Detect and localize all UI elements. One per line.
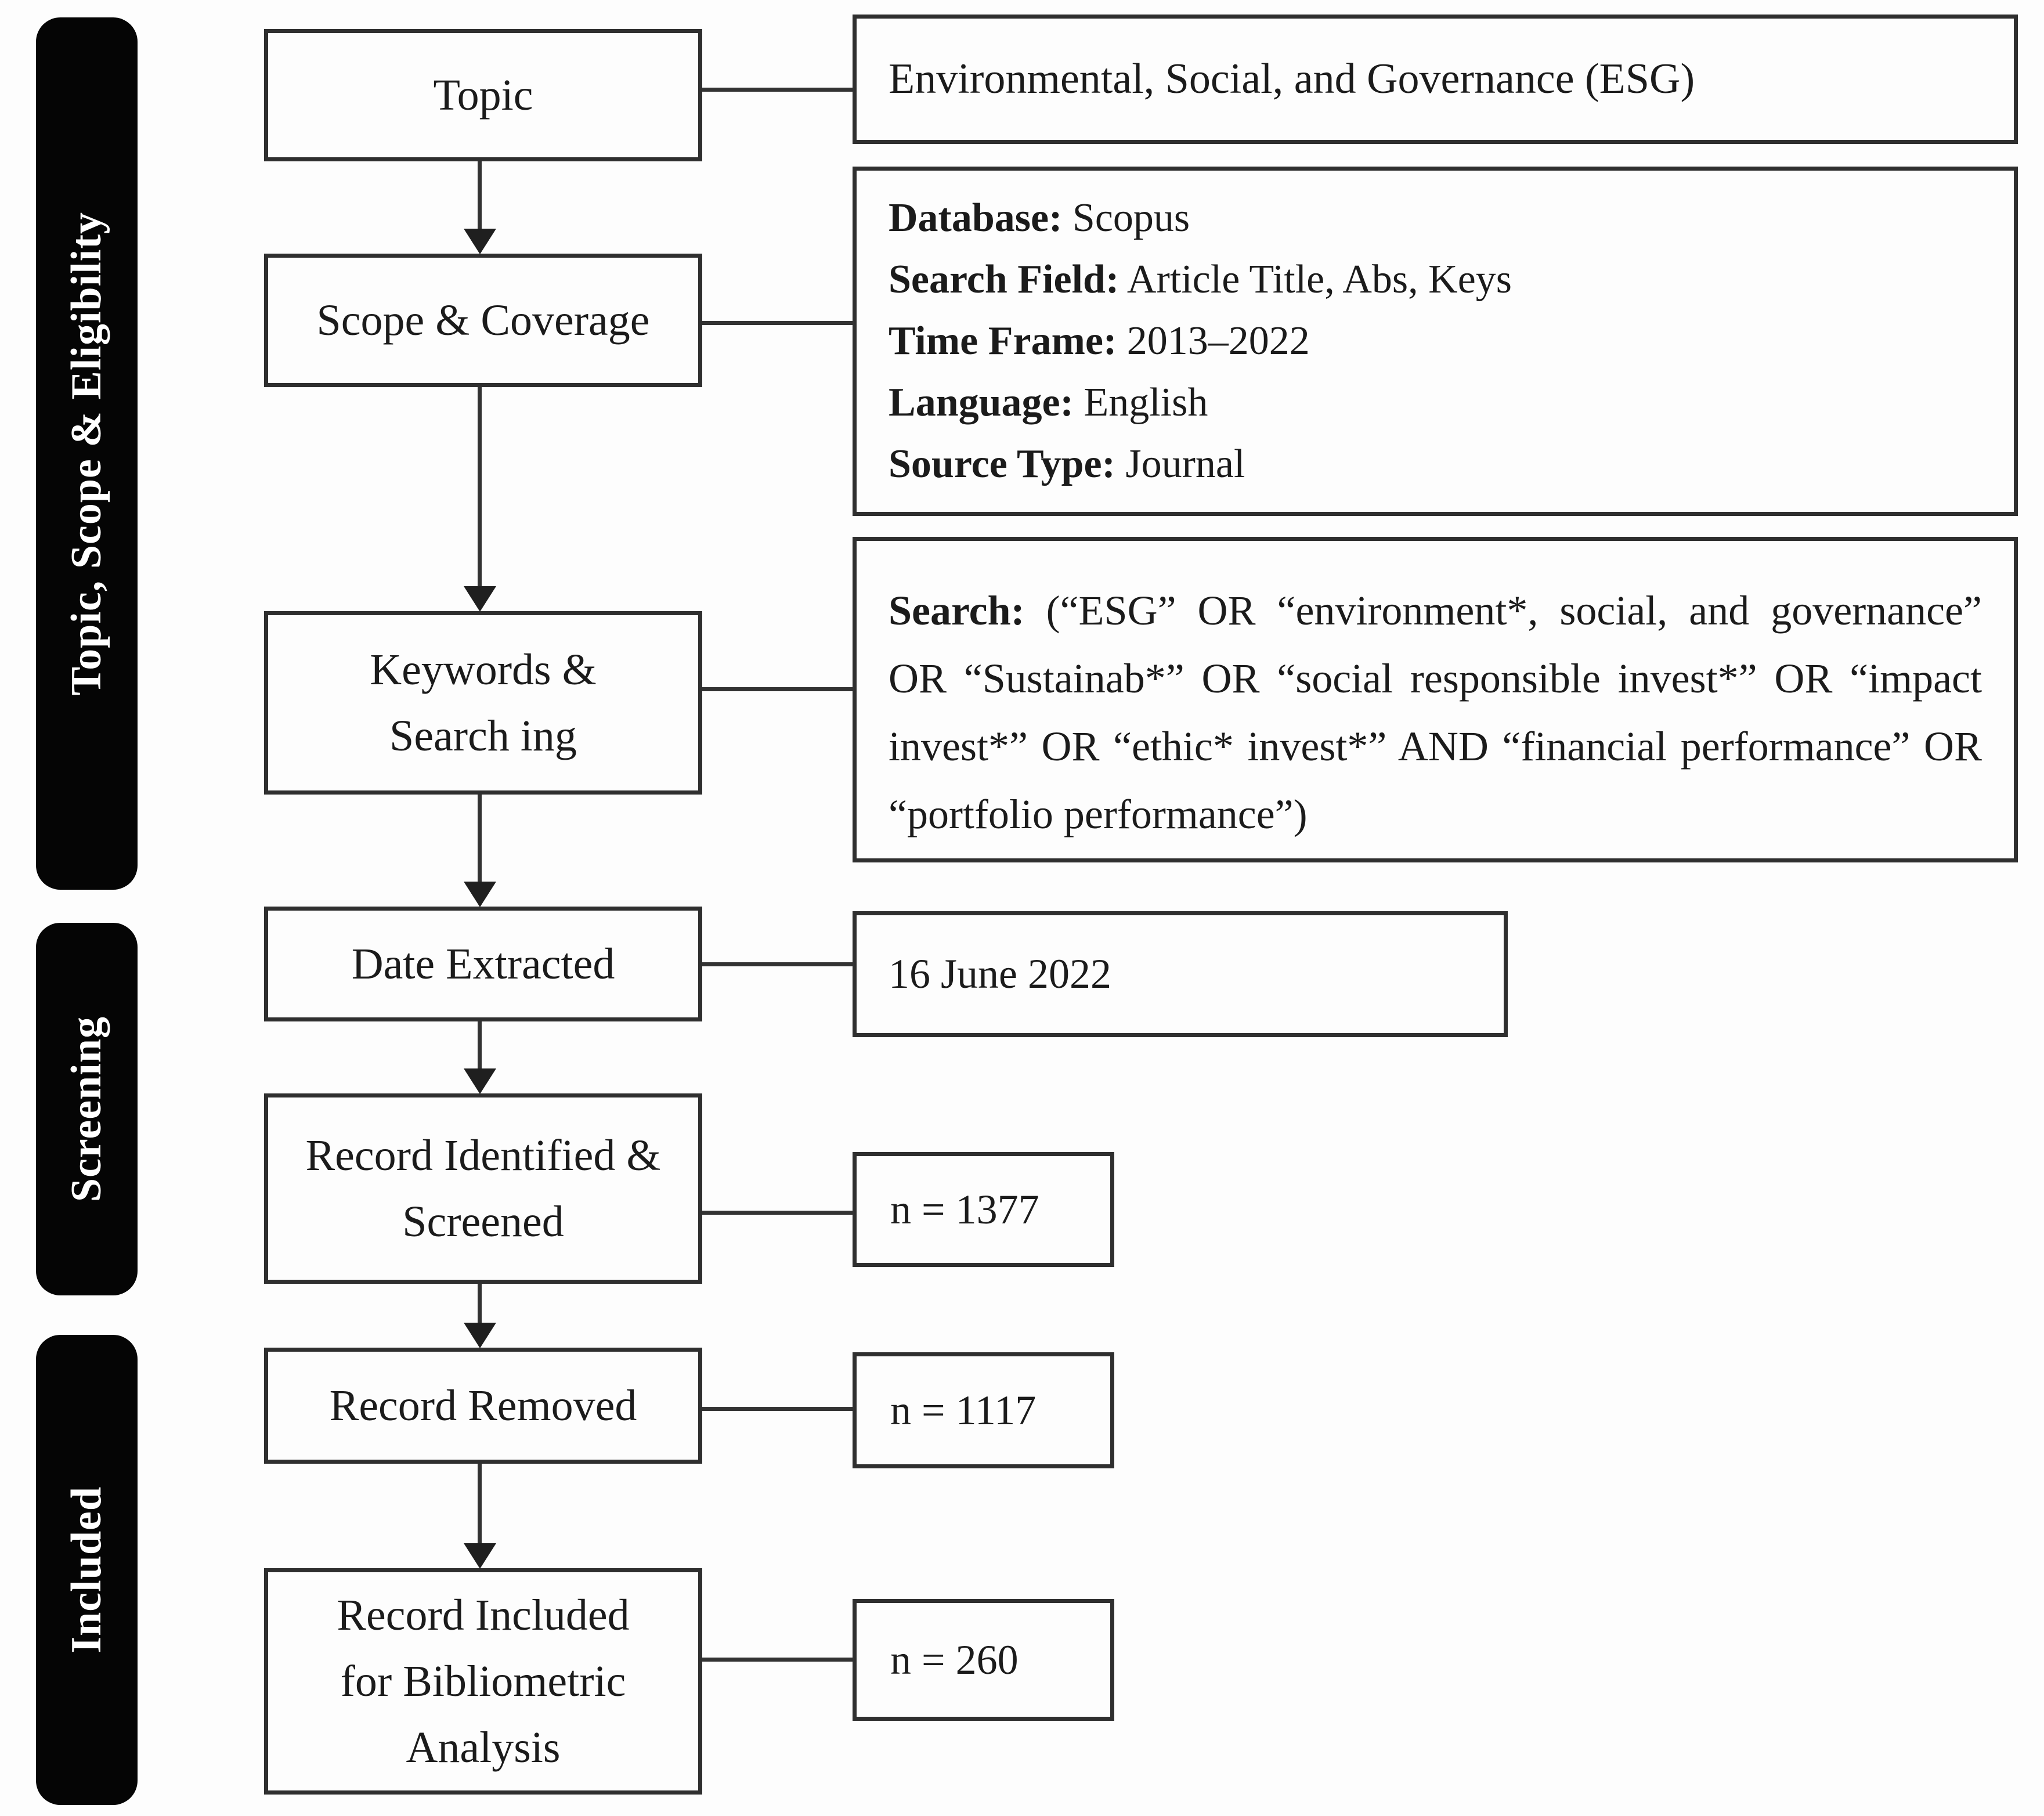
connector-line-topic [702, 88, 854, 92]
criteria-label: Time Frame: [889, 319, 1117, 363]
criteria-label: Language: [889, 380, 1074, 425]
search-query-text: Search: (“ESG” OR “environment*, social,… [889, 577, 1982, 849]
node-label: Analysis [406, 1723, 561, 1772]
criteria-value: Journal [1125, 442, 1245, 486]
criteria-row: Time Frame: 2013–2022 [889, 311, 1982, 372]
arrow-down-icon [464, 1068, 496, 1094]
node-label: Scope & Coverage [316, 296, 650, 345]
criteria-value: English [1084, 380, 1208, 425]
criteria-row: Source Type: Journal [889, 434, 1982, 495]
stage-bar-topic-scope-eligibility: Topic, Scope & Eligibility [36, 17, 138, 890]
arrow-shaft [478, 1021, 482, 1071]
count-text: n = 1377 [890, 1186, 1039, 1233]
criteria-value: Scopus [1072, 196, 1190, 240]
node-record-included: Record Included for Bibliometric Analysi… [264, 1568, 702, 1795]
detail-date-value: 16 June 2022 [853, 911, 1508, 1037]
arrow-shaft [478, 1284, 482, 1325]
criteria-label: Search Field: [889, 257, 1119, 302]
detail-topic-value: Environmental, Social, and Governance (E… [853, 15, 2018, 144]
connector-line-included [702, 1658, 854, 1662]
arrow-shaft [478, 387, 482, 589]
node-label: Record Identified & [305, 1131, 661, 1180]
connector-line-removed [702, 1407, 854, 1411]
stage-label: Screening [63, 1016, 110, 1203]
node-label: Record Removed [329, 1381, 637, 1430]
connector-line-date [702, 962, 854, 966]
criteria-row: Search Field: Article Title, Abs, Keys [889, 249, 1982, 311]
node-keywords-searching: Keywords & Search ing [264, 611, 702, 795]
detail-identified-count: n = 1377 [853, 1152, 1114, 1267]
stage-bar-included: Included [36, 1335, 138, 1805]
criteria-row: Language: English [889, 372, 1982, 434]
node-label: Date Extracted [351, 940, 615, 988]
arrow-down-icon [464, 586, 496, 612]
node-date-extracted: Date Extracted [264, 907, 702, 1021]
arrow-shaft [478, 1464, 482, 1546]
node-label: Keywords & [370, 645, 597, 694]
node-label: Search ing [389, 712, 577, 760]
detail-text: 16 June 2022 [889, 951, 1111, 997]
criteria-row: Database: Scopus [889, 187, 1982, 249]
arrow-shaft [478, 795, 482, 884]
criteria-value: 2013–2022 [1126, 319, 1310, 363]
node-label: Record Included [337, 1591, 630, 1640]
node-scope-coverage: Scope & Coverage [264, 254, 702, 387]
arrow-down-icon [464, 1323, 496, 1348]
arrow-shaft [478, 161, 482, 231]
detail-text: Environmental, Social, and Governance (E… [889, 55, 1695, 103]
connector-line-identified [702, 1211, 854, 1215]
connector-line-keywords [702, 687, 854, 691]
search-query-value: (“ESG” OR “environment*, social, and gov… [889, 587, 1982, 837]
search-query-label: Search: [889, 587, 1025, 634]
stage-bar-screening: Screening [36, 923, 138, 1295]
detail-removed-count: n = 1117 [853, 1352, 1114, 1468]
detail-search-query: Search: (“ESG” OR “environment*, social,… [853, 537, 2018, 862]
node-record-identified-screened: Record Identified & Screened [264, 1093, 702, 1284]
arrow-down-icon [464, 229, 496, 254]
count-text: n = 260 [890, 1636, 1019, 1683]
connector-line-scope [702, 321, 854, 325]
arrow-down-icon [464, 882, 496, 907]
count-text: n = 1117 [890, 1387, 1037, 1434]
node-label: for Bibliometric [340, 1657, 626, 1706]
node-label: Topic [433, 71, 533, 120]
criteria-label: Source Type: [889, 442, 1115, 486]
stage-label: Topic, Scope & Eligibility [63, 211, 110, 696]
node-topic: Topic [264, 29, 702, 161]
arrow-down-icon [464, 1543, 496, 1569]
stage-label: Included [63, 1486, 110, 1653]
criteria-label: Database: [889, 196, 1063, 240]
detail-included-count: n = 260 [853, 1599, 1114, 1721]
detail-scope-criteria: Database: Scopus Search Field: Article T… [853, 167, 2018, 516]
node-record-removed: Record Removed [264, 1348, 702, 1464]
node-label: Screened [402, 1197, 564, 1246]
criteria-value: Article Title, Abs, Keys [1126, 257, 1512, 302]
